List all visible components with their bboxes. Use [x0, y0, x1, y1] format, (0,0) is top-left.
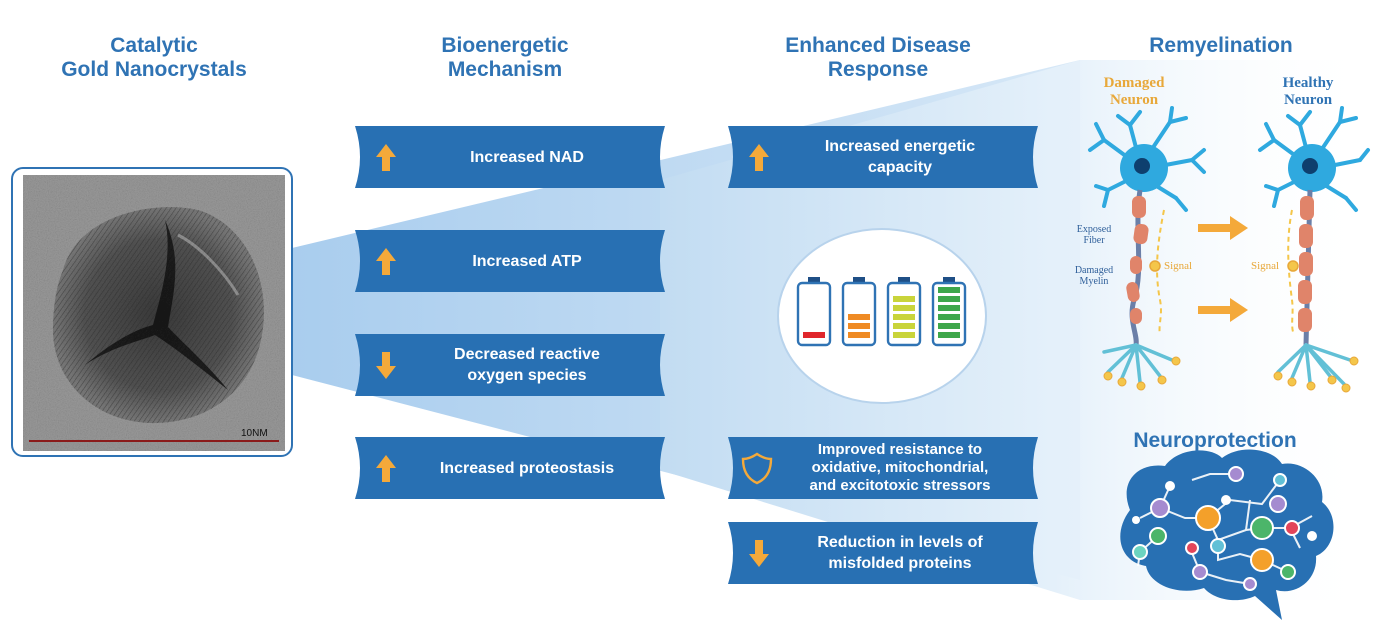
- arrow-right-icon: [1198, 298, 1248, 322]
- neuroprotection-title: Neuroprotection: [1133, 429, 1297, 452]
- response-item-misfolded: Reduction in levels of misfolded protein…: [728, 522, 1038, 584]
- response-item-label: Increased energetic capacity: [824, 138, 976, 176]
- up-arrow-icon: [371, 451, 401, 485]
- scale-label: 10NM: [241, 428, 268, 439]
- response-item-energetic: Increased energetic capacity: [728, 126, 1038, 188]
- battery-level-segment: [848, 332, 870, 338]
- battery-cap: [898, 277, 910, 283]
- mechanism-item-nad: Increased NAD: [355, 126, 665, 188]
- response-item-resistance: Improved resistance to oxidative, mitoch…: [728, 437, 1038, 499]
- battery-level-segment: [893, 323, 915, 329]
- up-arrow-icon: [744, 140, 774, 174]
- damaged-myelin-label: Damaged Myelin: [1074, 265, 1114, 287]
- up-arrow-icon: [371, 140, 401, 174]
- battery-level-segment: [938, 287, 960, 293]
- signal-label-healthy: Signal: [1251, 260, 1280, 272]
- mechanism-item-label: Increased ATP: [472, 252, 582, 270]
- battery-level-segment: [938, 305, 960, 311]
- battery-group: [796, 277, 967, 347]
- arrow-right-icon: [1198, 216, 1248, 240]
- healthy-neuron-icon: [1258, 106, 1370, 393]
- battery-cap: [943, 277, 955, 283]
- mechanism-item-label: Increased NAD: [470, 148, 584, 166]
- battery-level-segment: [893, 305, 915, 311]
- battery-level-segment: [938, 323, 960, 329]
- battery-level-segment: [938, 332, 960, 338]
- healthy-neuron-label: Healthy Neuron: [1282, 75, 1334, 108]
- up-arrow-icon: [371, 244, 401, 278]
- damaged-neuron-label: Damaged Neuron: [1103, 75, 1165, 108]
- battery-level-segment: [848, 323, 870, 329]
- shield-icon: [740, 451, 774, 485]
- response-item-label: Improved resistance to oxidative, mitoch…: [809, 441, 991, 494]
- tem-micrograph: [23, 175, 285, 451]
- battery-level-segment: [848, 314, 870, 320]
- battery-cap: [808, 277, 820, 283]
- transition-arrows: [1198, 216, 1248, 322]
- down-arrow-icon: [371, 348, 401, 382]
- mechanism-item-atp: Increased ATP: [355, 230, 665, 292]
- column-title-nanocrystals: Catalytic Gold Nanocrystals: [61, 34, 247, 81]
- mechanism-item-proteostasis: Increased proteostasis: [355, 437, 665, 499]
- battery-level-segment: [893, 296, 915, 302]
- brain-network-icon: [1120, 449, 1334, 620]
- column-title-response: Enhanced Disease Response: [785, 34, 971, 81]
- battery-level-segment: [938, 314, 960, 320]
- column-title-mechanism: Bioenergetic Mechanism: [441, 34, 569, 81]
- mechanism-item-label: Decreased reactive oxygen species: [454, 346, 600, 384]
- exposed-fiber-label: Exposed Fiber: [1076, 224, 1112, 246]
- column-title-remyelination: Remyelination: [1149, 34, 1293, 57]
- battery-level-segment: [893, 314, 915, 320]
- damaged-neuron-icon: [1088, 106, 1206, 391]
- down-arrow-icon: [744, 536, 774, 570]
- battery-cap: [853, 277, 865, 283]
- battery-level-segment: [938, 296, 960, 302]
- battery-level-segment: [803, 332, 825, 338]
- mechanism-item-ros: Decreased reactive oxygen species: [355, 334, 665, 396]
- response-item-label: Reduction in levels of misfolded protein…: [817, 534, 983, 572]
- signal-label-damaged: Signal: [1164, 260, 1193, 272]
- battery-panel: [777, 228, 987, 404]
- nanocrystal-tem-image: [11, 167, 293, 457]
- mechanism-item-label: Increased proteostasis: [439, 459, 615, 477]
- battery-level-segment: [893, 332, 915, 338]
- battery-icon: [796, 281, 832, 347]
